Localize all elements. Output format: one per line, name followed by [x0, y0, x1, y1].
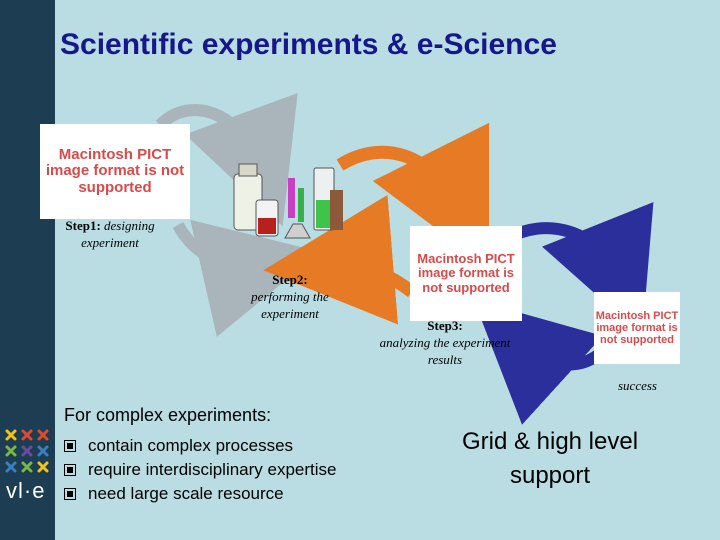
- lab-glassware-image: [233, 163, 343, 239]
- step2-caption: Step2: performing the experiment: [225, 272, 355, 323]
- grid-support-text: Grid & high level support: [461, 428, 639, 489]
- step3-label: Step3:: [427, 318, 463, 333]
- blue-arrow-top: [501, 201, 654, 336]
- step1-text: designing experiment: [81, 218, 155, 250]
- step2-label: Step2:: [272, 272, 308, 287]
- pict-placeholder-1: Macintosh PICT image format is not suppo…: [40, 124, 190, 219]
- grey-arrow-top: [155, 92, 298, 227]
- step1-caption: Step1: designing experiment: [45, 218, 175, 252]
- blue-arrow-bottom: [473, 299, 603, 425]
- orange-arrow-top: [336, 122, 490, 269]
- grey-arrow-bottom: [172, 219, 321, 337]
- slide-title: Scientific experiments & e-Science: [60, 28, 557, 61]
- complex-experiments-heading: For complex experiments:: [64, 405, 272, 425]
- step3-text: analyzing the experiment results: [379, 334, 511, 367]
- vle-logo-text: vl·e: [6, 478, 46, 503]
- bullet-icon: [64, 464, 76, 476]
- bullet-item: need large scale resource: [64, 482, 337, 506]
- step3-caption: Step3: analyzing the experiment results: [375, 318, 515, 369]
- orange-arrow-bottom: [263, 194, 416, 325]
- step1-label: Step1:: [65, 218, 101, 233]
- bullet-icon: [64, 488, 76, 500]
- bullet-item: contain complex processes: [64, 434, 337, 458]
- bullet-item: require interdisciplinary expertise: [64, 458, 337, 482]
- vle-logo-icon: [5, 429, 49, 473]
- pict-placeholder-2: Macintosh PICT image format is not suppo…: [410, 226, 522, 321]
- success-label: success: [618, 378, 657, 393]
- bullet-list: contain complex processes require interd…: [64, 434, 337, 506]
- pict-placeholder-3: Macintosh PICT image format is not suppo…: [594, 292, 680, 364]
- bullet-icon: [64, 440, 76, 452]
- step2-text: performing the experiment: [251, 288, 329, 321]
